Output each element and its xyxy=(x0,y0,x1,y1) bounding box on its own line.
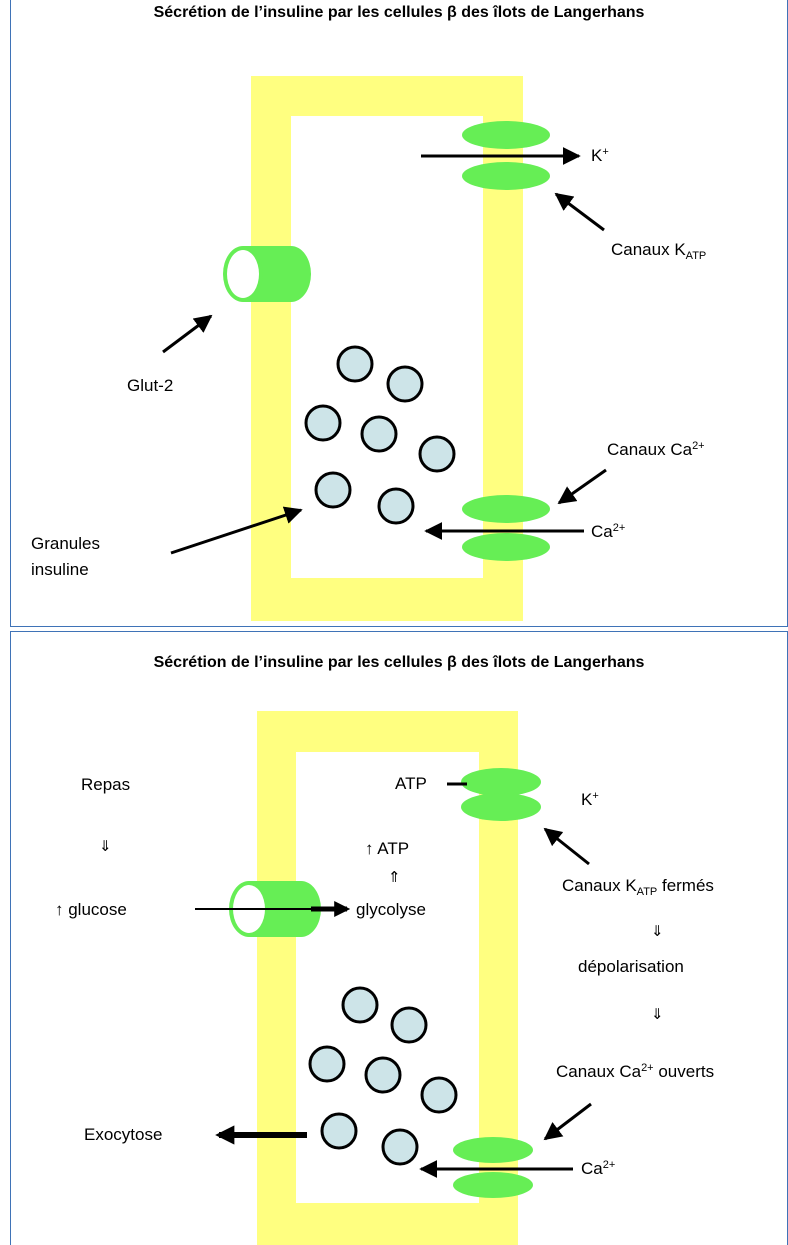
arrow-down-repas: ⇓ xyxy=(99,838,112,855)
insulin-granules xyxy=(304,345,456,525)
diagram-panel-closed-state: Sécrétion de l’insuline par les cellules… xyxy=(10,0,788,627)
granules-label-line2: insuline xyxy=(31,560,89,579)
ca-label-arrow xyxy=(543,1102,592,1141)
ca-channel-bottom xyxy=(453,1172,533,1198)
granules-label-arrow xyxy=(170,506,303,555)
k-ion-label: K+ xyxy=(591,146,609,165)
canaux-katp-label: Canaux KATP xyxy=(611,240,707,262)
katp-channel-bottom xyxy=(461,793,541,821)
arrow-up-glycolyse: ⇑ xyxy=(388,869,401,886)
katp-label-arrow xyxy=(554,192,605,232)
k-ion-label: K+ xyxy=(581,790,599,809)
insulin-granules xyxy=(308,986,458,1166)
katp-label-arrow xyxy=(543,827,590,866)
ca-channel-bottom xyxy=(462,533,550,561)
panel-title: Sécrétion de l’insuline par les cellules… xyxy=(153,654,645,671)
ca-ion-label: Ca2+ xyxy=(591,522,626,541)
katp-channel-top xyxy=(462,121,550,149)
arrow-down-katp: ⇓ xyxy=(651,923,664,940)
katp-channel-bottom xyxy=(462,162,550,190)
ca-label-arrow xyxy=(557,468,607,505)
panel-title: Sécrétion de l’insuline par les cellules… xyxy=(153,4,645,21)
glut2-label: Glut-2 xyxy=(127,376,174,395)
glucose-increase-label: ↑ glucose xyxy=(55,900,127,919)
cell-diagram xyxy=(195,711,592,1245)
glycolyse-label: glycolyse xyxy=(356,900,426,919)
glut2-label-arrow xyxy=(162,314,213,354)
granules-label-line1: Granules xyxy=(31,534,100,553)
ca-channel-top xyxy=(462,495,550,523)
exocytose-label: Exocytose xyxy=(84,1125,163,1144)
ca-ion-label: Ca2+ xyxy=(581,1159,616,1178)
cell-diagram xyxy=(162,76,607,621)
diagram-panel-open-state: Sécrétion de l’insuline par les cellules… xyxy=(10,631,788,1245)
canaux-ca-label: Canaux Ca2+ ouverts xyxy=(556,1062,715,1081)
depolarisation-label: dépolarisation xyxy=(578,957,684,976)
canaux-katp-label: Canaux KATP fermés xyxy=(562,876,714,898)
canaux-ca-label: Canaux Ca2+ xyxy=(607,440,705,459)
ca-channel-top xyxy=(453,1137,533,1163)
atp-increase-label: ↑ ATP xyxy=(365,839,410,858)
arrow-down-depolarisation: ⇓ xyxy=(651,1006,664,1023)
katp-channel-top xyxy=(461,768,541,796)
atp-label: ATP xyxy=(395,774,427,793)
repas-label: Repas xyxy=(81,775,131,794)
